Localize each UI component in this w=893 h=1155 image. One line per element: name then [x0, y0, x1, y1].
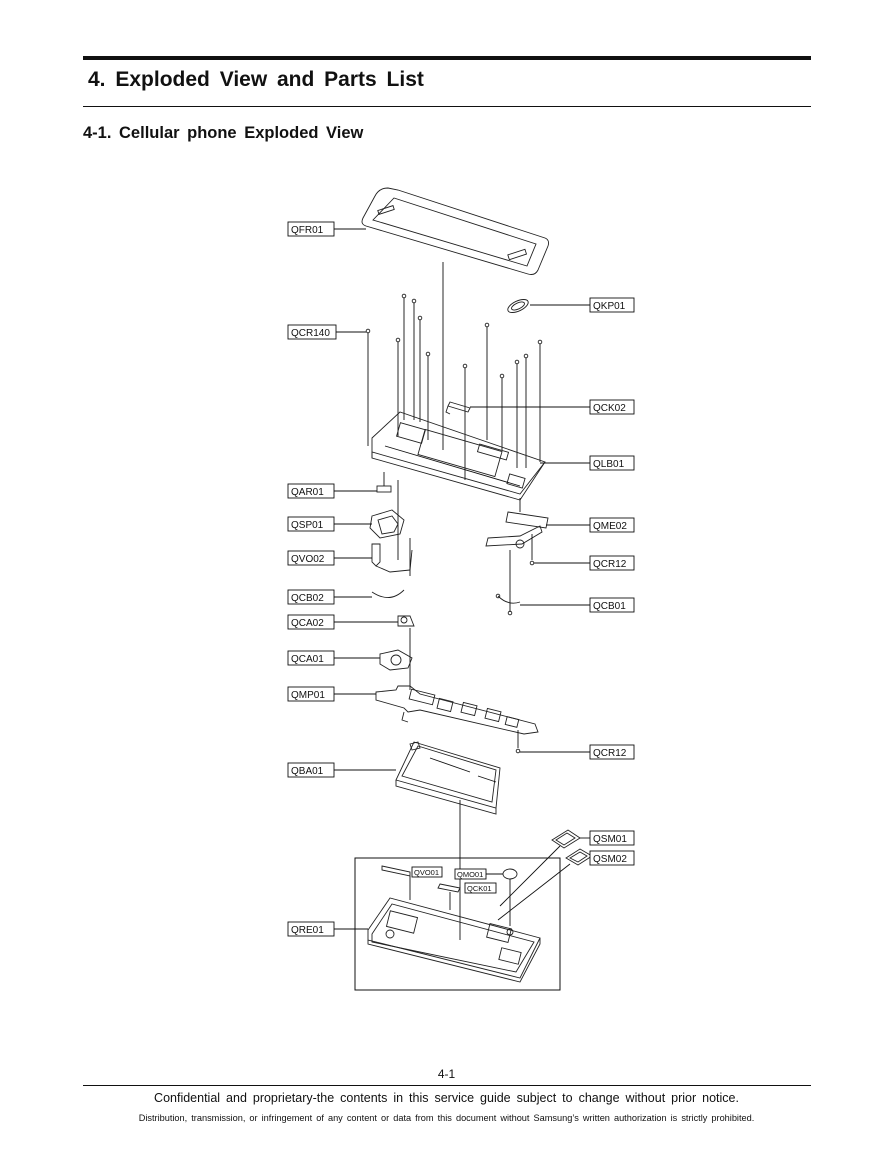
label-qsm01: QSM01: [589, 830, 635, 846]
mic-flex-part: [485, 498, 549, 549]
cap-small-part: [437, 883, 461, 910]
svg-text:QRE01: QRE01: [291, 925, 324, 936]
label-qcb01: QCB01: [589, 597, 635, 613]
svg-text:QSM02: QSM02: [593, 854, 627, 865]
svg-text:QMO01: QMO01: [457, 870, 483, 879]
label-qcr12-lower: QCR12: [589, 744, 635, 760]
svg-text:QKP01: QKP01: [593, 301, 626, 312]
label-qsm02: QSM02: [589, 850, 635, 866]
confidential-notice: Confidential and proprietary-the content…: [154, 1091, 739, 1105]
key-plate-part: [507, 299, 529, 313]
top-rule: [83, 56, 811, 60]
screws-part: [365, 293, 543, 480]
label-qca02: QCA02: [287, 614, 335, 630]
pcb-screw-part: [515, 730, 521, 754]
sim-tray-1-part: [551, 829, 581, 849]
label-qre01: QRE01: [287, 921, 335, 937]
svg-text:QCB01: QCB01: [593, 601, 626, 612]
svg-text:QCA02: QCA02: [291, 618, 324, 629]
svg-text:QCK02: QCK02: [593, 403, 626, 414]
svg-text:QCA01: QCA01: [291, 654, 324, 665]
svg-text:QLB01: QLB01: [593, 459, 625, 470]
label-qkp01: QKP01: [589, 297, 635, 313]
svg-text:QVO01: QVO01: [414, 868, 439, 877]
svg-text:QCB02: QCB02: [291, 593, 324, 604]
svg-text:QCR12: QCR12: [593, 748, 627, 759]
svg-text:QSP01: QSP01: [291, 520, 324, 531]
svg-text:QVO02: QVO02: [291, 554, 325, 565]
svg-text:QSM01: QSM01: [593, 834, 627, 845]
label-qmp01: QMP01: [287, 686, 335, 702]
page-number: 4-1: [437, 1067, 456, 1081]
svg-text:QME02: QME02: [593, 521, 627, 532]
coax-cable-left-part: [371, 589, 405, 598]
label-qba01: QBA01: [287, 762, 335, 778]
label-qmo01: QMO01: [454, 868, 487, 880]
label-qlb01: QLB01: [589, 455, 635, 471]
label-qar01: QAR01: [287, 483, 335, 499]
front-camera-part: [397, 615, 415, 690]
bracket-frame-part: [371, 411, 546, 501]
leader-lines: [334, 228, 590, 930]
receiver-part: [376, 472, 399, 560]
volume-key-part: [381, 865, 411, 900]
svg-text:QMP01: QMP01: [291, 690, 325, 701]
svg-text:QCR140: QCR140: [291, 328, 330, 339]
battery-part: [395, 741, 501, 815]
cap-part: [445, 401, 471, 415]
sim-tray-2-part: [565, 848, 593, 866]
label-qca01: QCA01: [287, 650, 335, 666]
label-qfr01: QFR01: [287, 221, 335, 237]
speaker-part: [369, 509, 405, 539]
title-rule: [83, 106, 811, 107]
svg-text:QBA01: QBA01: [291, 766, 324, 777]
label-qvo01: QVO01: [411, 866, 443, 878]
label-qck02: QCK02: [589, 399, 635, 415]
svg-text:QFR01: QFR01: [291, 225, 324, 236]
coax-cable-right-part: [495, 593, 521, 616]
main-pcb-part: [375, 685, 539, 735]
label-qme02: QME02: [589, 517, 635, 533]
label-qvo02: QVO02: [287, 550, 335, 566]
svg-text:QCK01: QCK01: [467, 884, 492, 893]
volume-flex-part: [371, 538, 413, 576]
distribution-notice: Distribution, transmission, or infringem…: [138, 1113, 755, 1123]
front-display-part: [361, 187, 550, 275]
label-qsp01: QSP01: [287, 516, 335, 532]
rear-case-inset-frame: [354, 857, 561, 991]
screw-right-part: [509, 534, 535, 612]
label-qck01: QCK01: [464, 882, 497, 894]
section-subtitle: 4-1. Cellular phone Exploded View: [83, 124, 364, 142]
label-qcb02: QCB02: [287, 589, 335, 605]
rear-camera-part: [379, 649, 413, 671]
rear-case-part: [367, 897, 541, 983]
svg-text:QCR12: QCR12: [593, 559, 627, 570]
label-qcr140: QCR140: [287, 324, 337, 340]
page-title: 4. Exploded View and Parts List: [88, 68, 424, 91]
footer-rule: [83, 1085, 811, 1086]
motor-part: [502, 868, 518, 926]
svg-text:QAR01: QAR01: [291, 487, 324, 498]
label-qcr12-upper: QCR12: [589, 555, 635, 571]
